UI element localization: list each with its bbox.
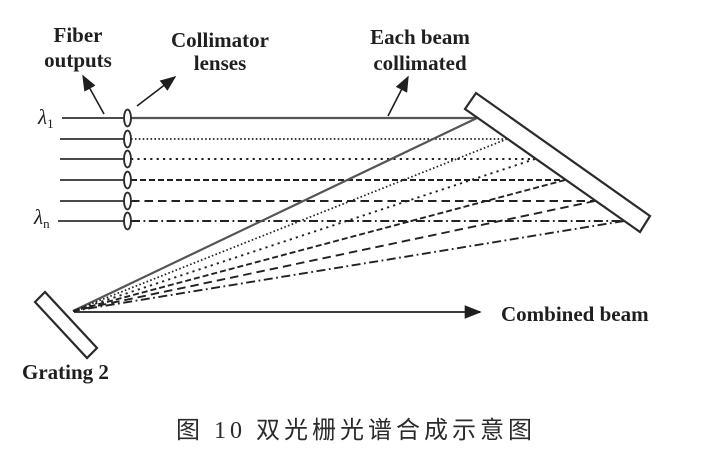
grating-1 xyxy=(463,91,652,234)
lens xyxy=(123,108,132,128)
diffracted-beam-5 xyxy=(72,200,596,312)
diffracted-beam-2 xyxy=(72,138,508,312)
fiber-outputs-label-line1: Fiber xyxy=(54,23,103,47)
diffracted-beam-1 xyxy=(72,117,478,312)
lambda-n-base: λ xyxy=(33,205,43,229)
fiber-outputs-arrow xyxy=(82,74,105,115)
lens xyxy=(123,211,132,231)
diffracted-beam-4 xyxy=(72,179,566,312)
fiber-outputs-label-line2: outputs xyxy=(44,48,112,72)
diffracted-beam-6 xyxy=(72,220,625,312)
figure-caption: 图 10 双光栅光谱合成示意图 xyxy=(176,417,536,444)
lambda-n-sub: n xyxy=(43,216,50,231)
collimator-lenses-label-line1: Collimator xyxy=(171,28,269,52)
fiber-output-lines xyxy=(58,117,124,222)
each-beam-label-line2: collimated xyxy=(373,51,467,75)
combined-beam-label: Combined beam xyxy=(501,302,649,326)
collimator-lenses xyxy=(123,108,132,231)
each-beam-arrow xyxy=(387,75,409,117)
each-beam-label-line1: Each beam xyxy=(370,25,470,49)
collimator-lenses-arrow xyxy=(136,76,177,107)
lambda-1-sub: 1 xyxy=(47,116,54,131)
lens xyxy=(123,149,132,169)
lens xyxy=(123,129,132,149)
text-labels: Fiber outputs Collimator lenses Each bea… xyxy=(22,23,649,444)
lens xyxy=(123,170,132,190)
lambda-1-base: λ xyxy=(37,105,47,129)
lambda-n-label: λn xyxy=(33,205,50,231)
diffracted-beams xyxy=(72,117,625,312)
collimator-lenses-label-line2: lenses xyxy=(194,51,247,75)
lens xyxy=(123,191,132,211)
lambda-1-label: λ1 xyxy=(37,105,54,131)
grating-2-label: Grating 2 xyxy=(22,360,109,384)
grating-2 xyxy=(33,290,99,360)
diffracted-beam-3 xyxy=(72,158,536,312)
